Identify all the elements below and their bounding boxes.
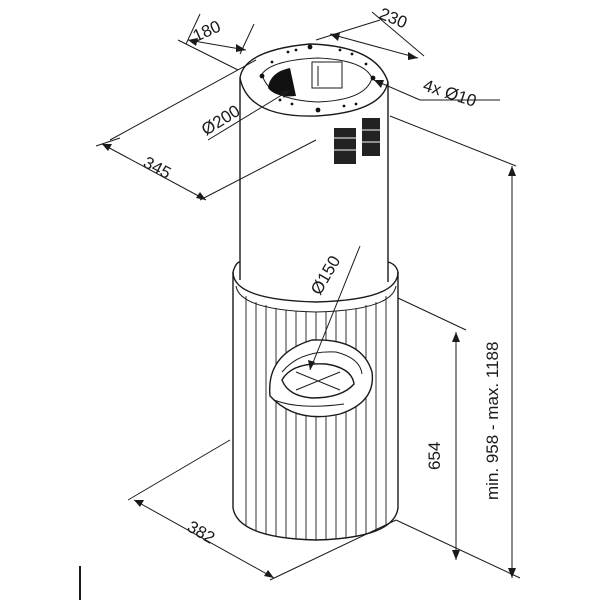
dim-height-range-label: min. 958 - max. 1188 <box>483 342 502 500</box>
top-plate <box>259 44 376 113</box>
dim-345-label: 345 <box>140 153 174 183</box>
screw-hole-icon <box>259 73 265 79</box>
dim-200-label: Ø200 <box>198 101 243 139</box>
dimension-lines <box>95 11 521 581</box>
hood-ribs <box>245 296 387 540</box>
dim-150-label: Ø150 <box>307 252 344 298</box>
vent-grille-icon <box>334 118 380 164</box>
screw-hole-icon <box>315 107 321 113</box>
outlet-opening-icon <box>269 339 374 418</box>
dim-654-label: 654 <box>425 442 444 470</box>
dim-180-label: 180 <box>190 17 224 46</box>
dim-382-label: 382 <box>184 517 218 548</box>
screw-hole-icon <box>370 75 376 81</box>
dim-screw-holes-label: 4x Ø10 <box>421 76 479 111</box>
dim-230-label: 230 <box>377 4 410 32</box>
upper-chimney <box>239 43 389 282</box>
dimension-arrows <box>102 33 516 578</box>
screw-hole-icon <box>307 44 313 50</box>
